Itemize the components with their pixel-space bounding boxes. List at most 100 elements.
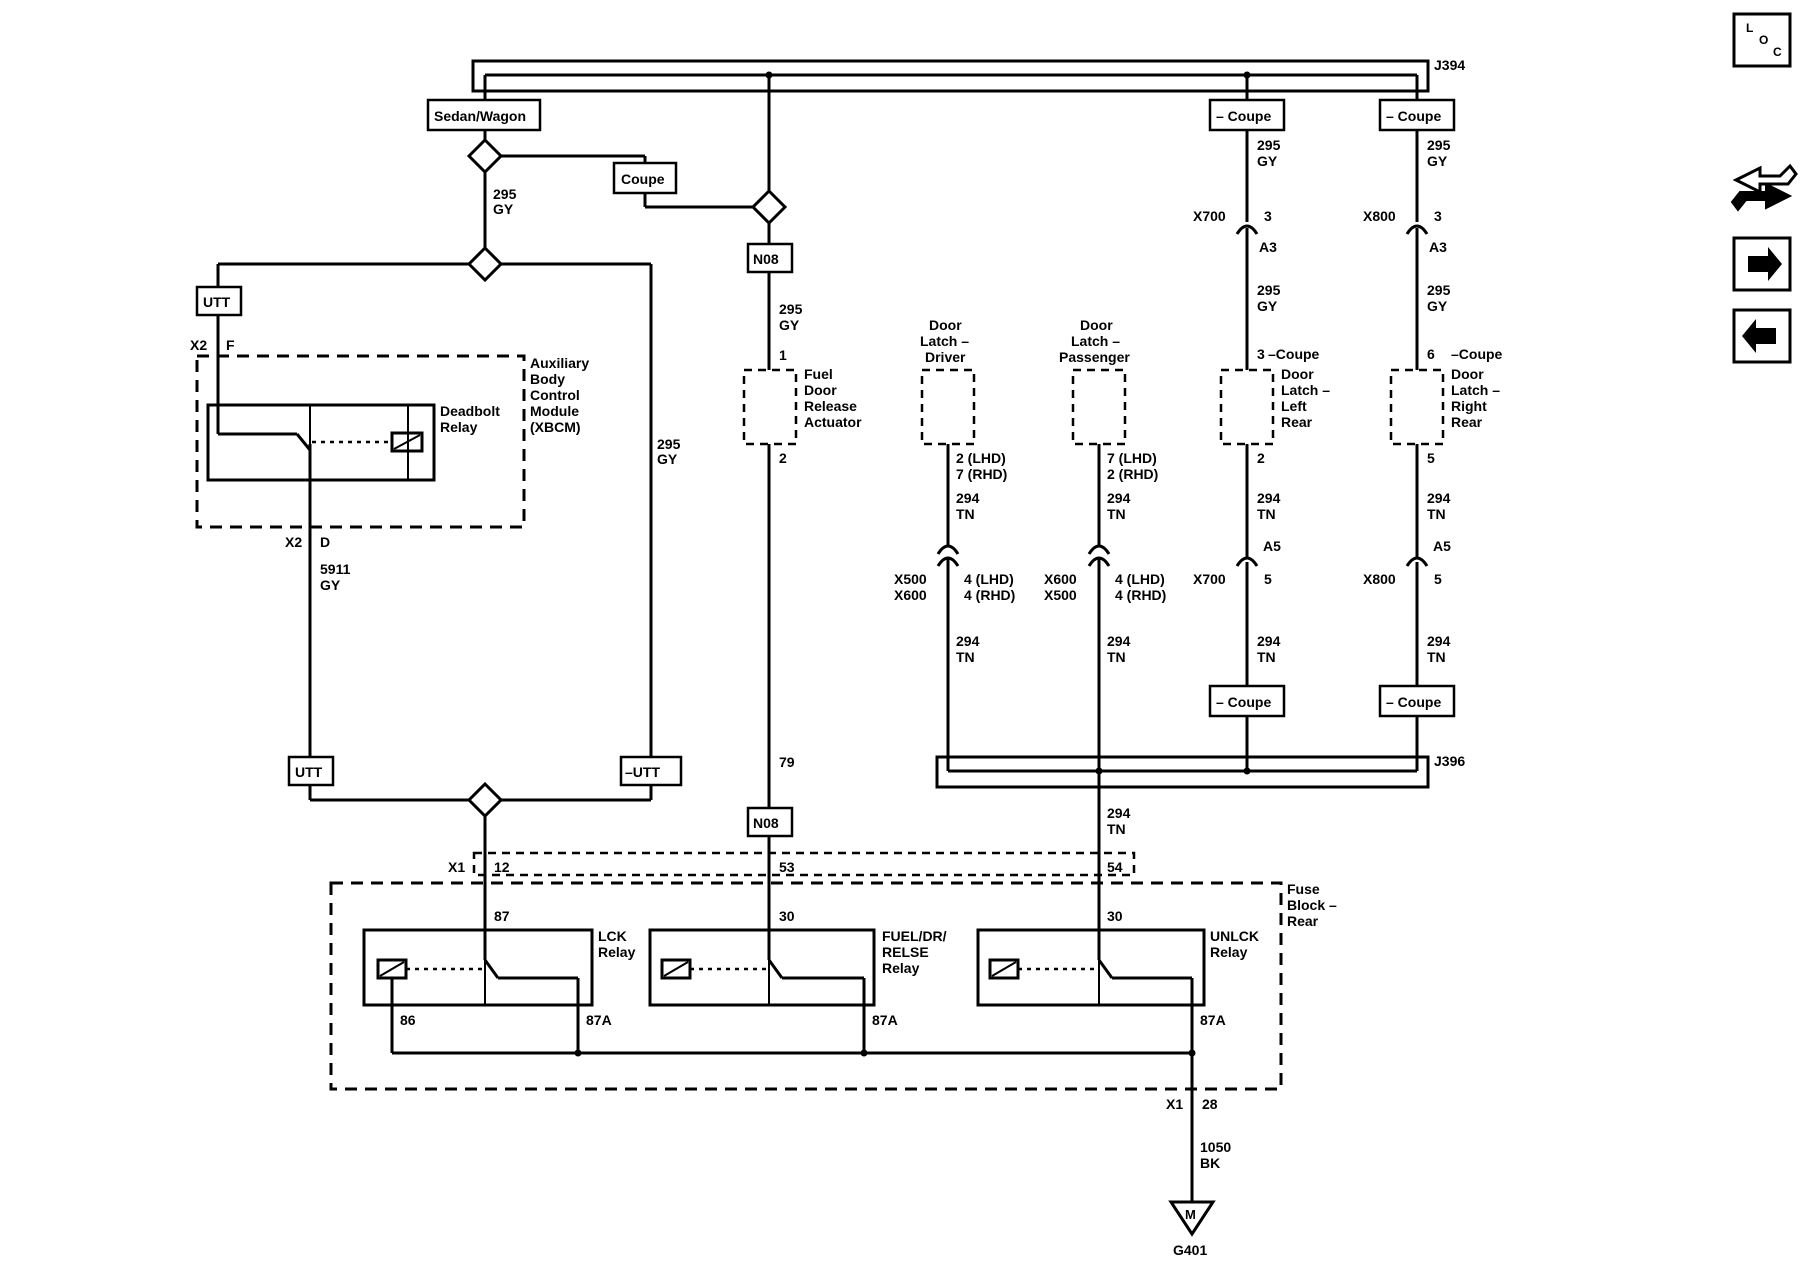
- j394-label: J394: [1434, 57, 1465, 73]
- svg-text:2 (RHD): 2 (RHD): [1107, 466, 1158, 482]
- previous-page-button[interactable]: [1732, 308, 1792, 364]
- svg-text:– Coupe: – Coupe: [1386, 694, 1441, 710]
- svg-text:TN: TN: [1107, 821, 1126, 837]
- svg-text:5: 5: [1427, 450, 1435, 466]
- utt-tag-bottom: [287, 755, 335, 787]
- svg-text:X1: X1: [1166, 1096, 1183, 1112]
- svg-text:Body: Body: [530, 371, 565, 387]
- minus-coupe-tag-rr-top: [1378, 98, 1456, 132]
- svg-text:30: 30: [1107, 908, 1123, 924]
- svg-text:FUEL/DR/: FUEL/DR/: [882, 928, 947, 944]
- svg-text:TN: TN: [1107, 649, 1126, 665]
- svg-text:53: 53: [779, 859, 795, 875]
- j394-bus: J394: [471, 57, 1465, 93]
- minus-coupe-tag-rr-bottom: [1378, 684, 1456, 718]
- svg-text:Actuator: Actuator: [804, 414, 862, 430]
- next-page-button[interactable]: [1732, 236, 1792, 292]
- svg-text:Fuel: Fuel: [804, 366, 833, 382]
- svg-text:4 (RHD): 4 (RHD): [964, 587, 1015, 603]
- loc-o: O: [1759, 33, 1768, 47]
- svg-text:Latch –: Latch –: [1451, 382, 1500, 398]
- svg-text:87: 87: [494, 908, 510, 924]
- svg-text:294: 294: [956, 633, 980, 649]
- svg-text:Fuse: Fuse: [1287, 881, 1320, 897]
- svg-text:Rear: Rear: [1287, 913, 1319, 929]
- svg-text:– Coupe: – Coupe: [1216, 108, 1271, 124]
- svg-text:295: 295: [657, 436, 681, 452]
- svg-text:X500: X500: [1044, 587, 1077, 603]
- svg-text:86: 86: [400, 1012, 416, 1028]
- svg-text:3: 3: [1257, 346, 1265, 362]
- x1-connector: X1 12 53 54: [448, 851, 1136, 877]
- svg-text:295: 295: [1427, 282, 1451, 298]
- svg-text:295: 295: [1427, 137, 1451, 153]
- svg-text:28: 28: [1202, 1096, 1218, 1112]
- svg-text:295: 295: [1257, 282, 1281, 298]
- svg-text:7 (RHD): 7 (RHD): [956, 466, 1007, 482]
- ground-symbol: M: [1185, 1207, 1196, 1222]
- svg-text:X1: X1: [448, 859, 465, 875]
- svg-text:12: 12: [494, 859, 510, 875]
- loc-button[interactable]: L O C: [1732, 12, 1792, 68]
- svg-text:GY: GY: [779, 317, 800, 333]
- svg-text:GY: GY: [1427, 298, 1448, 314]
- deadbolt-coil: [390, 431, 424, 453]
- svg-text:–Coupe: –Coupe: [1451, 346, 1503, 362]
- svg-text:F: F: [226, 337, 235, 353]
- svg-text:Relay: Relay: [440, 419, 478, 435]
- connector-view-icon[interactable]: [1730, 163, 1798, 212]
- svg-text:Right: Right: [1451, 398, 1487, 414]
- svg-text:Passenger: Passenger: [1059, 349, 1130, 365]
- svg-text:Door: Door: [804, 382, 837, 398]
- svg-text:A3: A3: [1259, 239, 1277, 255]
- svg-text:GY: GY: [320, 577, 341, 593]
- n08-tag-bottom: [746, 806, 794, 838]
- svg-text:–Coupe: –Coupe: [1268, 346, 1320, 362]
- svg-text:294: 294: [1257, 490, 1281, 506]
- svg-text:Door: Door: [929, 317, 962, 333]
- svg-text:Relay: Relay: [1210, 944, 1248, 960]
- arrow-right-icon: [1748, 247, 1782, 281]
- svg-text:Latch –: Latch –: [1071, 333, 1120, 349]
- sedan-wagon-label: Sedan/Wagon: [434, 108, 526, 124]
- svg-text:X600: X600: [1044, 571, 1077, 587]
- svg-text:X2: X2: [285, 534, 302, 550]
- svg-text:X800: X800: [1363, 571, 1396, 587]
- svg-text:A3: A3: [1429, 239, 1447, 255]
- fuel-door-branch: N08 295 GY 1 Fuel Door Release Actuator …: [742, 75, 862, 960]
- svg-text:UTT: UTT: [203, 294, 231, 310]
- svg-text:TN: TN: [1427, 649, 1446, 665]
- door-latch-right-rear: – Coupe 295 GY X800 3 A3 295 GY 6 –Coupe…: [1363, 75, 1503, 771]
- svg-text:D: D: [320, 534, 330, 550]
- svg-text:87A: 87A: [586, 1012, 612, 1028]
- coupe-tag: [612, 161, 678, 195]
- svg-text:5: 5: [1264, 571, 1272, 587]
- loc-c: C: [1773, 45, 1782, 59]
- svg-text:87A: 87A: [872, 1012, 898, 1028]
- svg-text:294: 294: [1257, 633, 1281, 649]
- svg-text:Rear: Rear: [1451, 414, 1483, 430]
- svg-text:Block –: Block –: [1287, 897, 1337, 913]
- svg-text:4 (LHD): 4 (LHD): [1115, 571, 1165, 587]
- door-latch-passenger: Door Latch – Passenger 7 (LHD) 2 (RHD) 2…: [1044, 317, 1166, 960]
- svg-text:X600: X600: [894, 587, 927, 603]
- minus-utt-tag: [619, 755, 683, 787]
- svg-text:79: 79: [779, 754, 795, 770]
- svg-text:294: 294: [1427, 490, 1451, 506]
- svg-text:TN: TN: [1427, 506, 1446, 522]
- svg-text:295: 295: [779, 301, 803, 317]
- svg-text:Door: Door: [1080, 317, 1113, 333]
- svg-text:Control: Control: [530, 387, 580, 403]
- fuel-release-relay: 30 87A FUEL/DR/ RELSE Relay: [648, 908, 947, 1053]
- minus-coupe-tag-lr-bottom: [1208, 684, 1286, 718]
- fuse-block-rear: Fuse Block – Rear 87 86 87A LCK Relay: [329, 881, 1337, 1091]
- svg-text:294: 294: [1107, 633, 1131, 649]
- svg-text:– Coupe: – Coupe: [1216, 694, 1271, 710]
- svg-text:1: 1: [779, 347, 787, 363]
- svg-text:7 (LHD): 7 (LHD): [1107, 450, 1157, 466]
- xbcm-module: Auxiliary Body Control Module (XBCM) Dea…: [195, 354, 589, 757]
- svg-text:(XBCM): (XBCM): [530, 419, 581, 435]
- arrow-left-icon: [1742, 319, 1776, 353]
- ground-g401: X1 28 1050 BK M G401: [1166, 1053, 1231, 1258]
- door-latch-left-rear: – Coupe 295 GY X700 3 A3 295 GY 3 –Coupe…: [1193, 75, 1330, 771]
